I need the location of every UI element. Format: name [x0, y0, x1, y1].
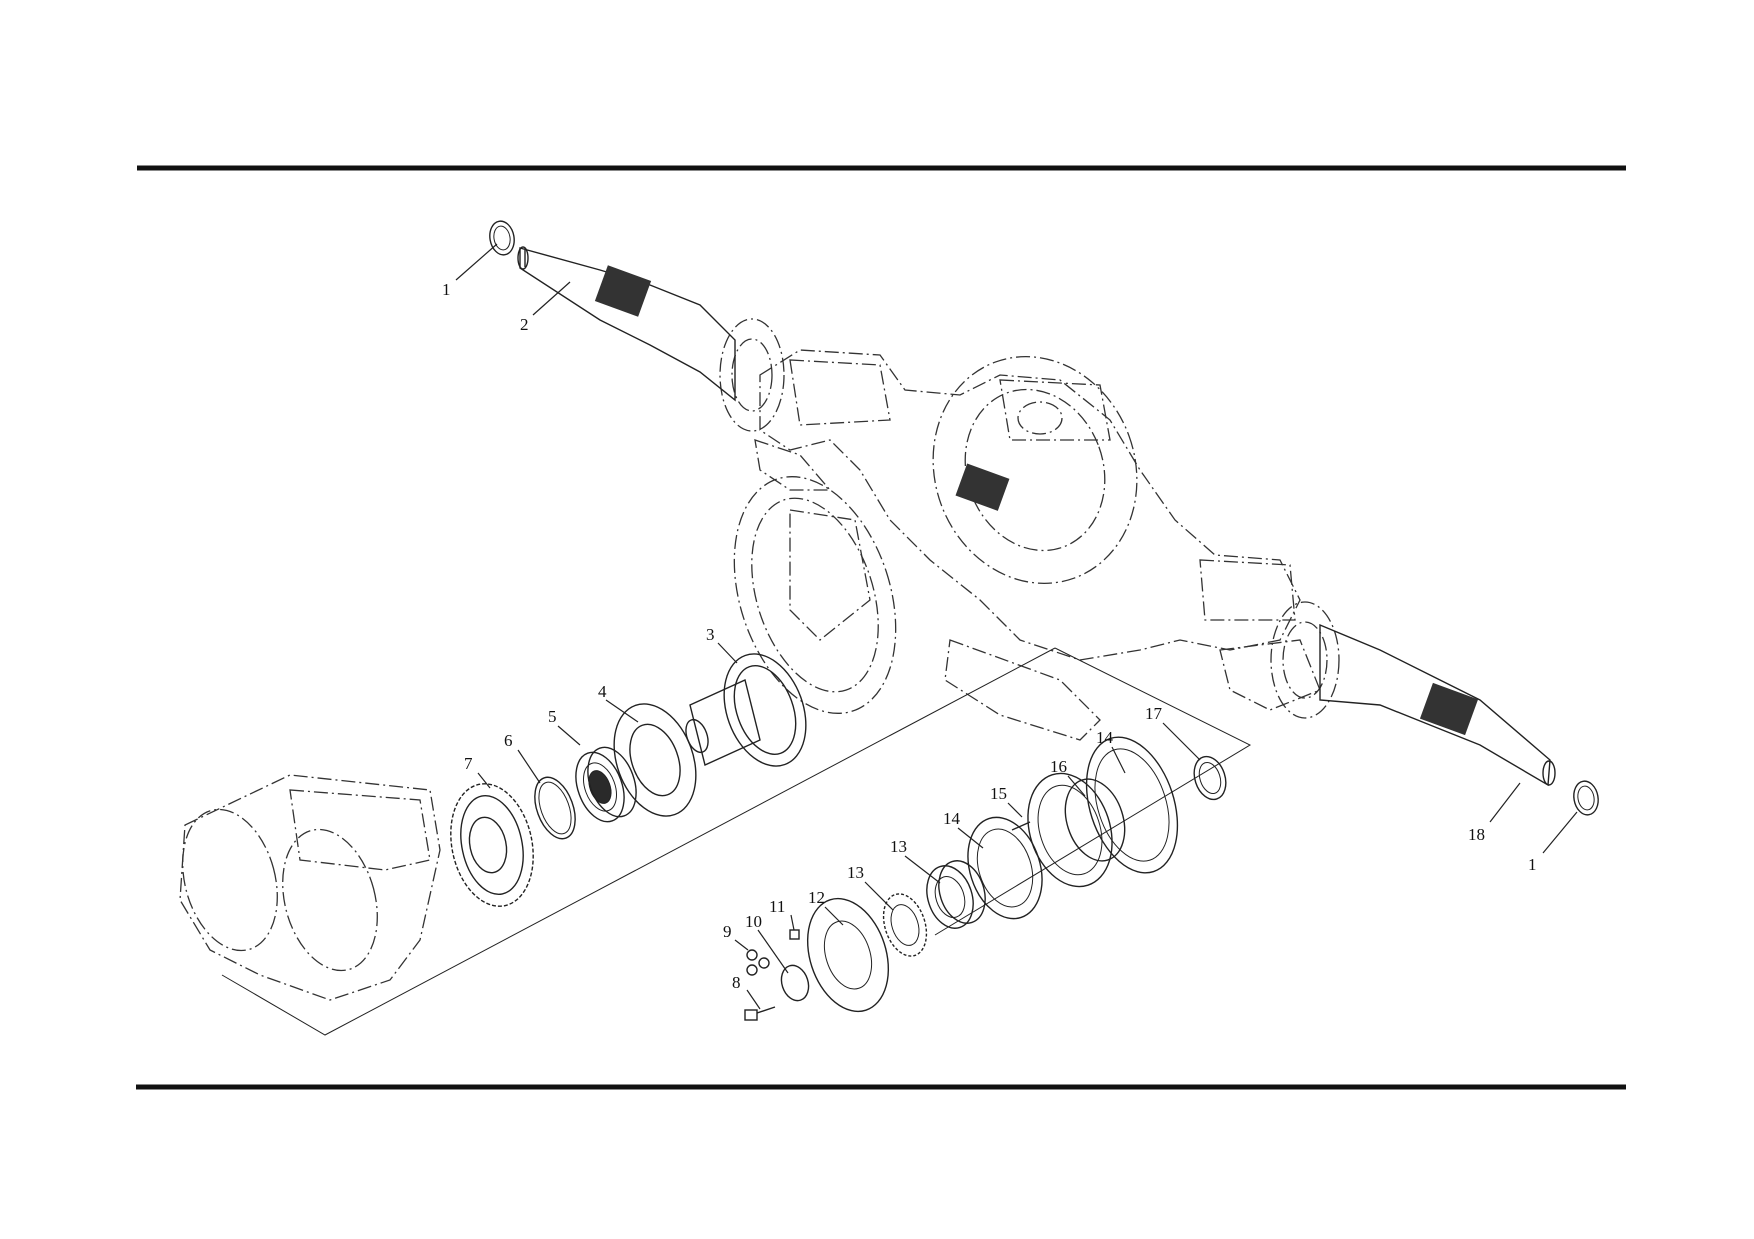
- left-axle-shaft: [517, 246, 785, 432]
- center-spline: [955, 463, 1010, 511]
- bearing-5: [575, 746, 637, 823]
- snap-ring: [534, 776, 576, 840]
- nut-11: [789, 929, 800, 940]
- callouts: 1 2 3 4 5 6 7 8 9 10 11 12 13 13 14 14 1…: [442, 280, 1537, 992]
- callout-2: 2: [520, 315, 529, 334]
- callout-10: 10: [745, 912, 762, 931]
- callout-12: 12: [808, 888, 825, 907]
- bolt-8: [744, 1006, 776, 1021]
- seal-ring-left: [489, 220, 515, 256]
- callout-15: 15: [990, 784, 1007, 803]
- thrust-washer: [613, 703, 697, 817]
- callout-7: 7: [464, 754, 473, 773]
- callout-1-left: 1: [442, 280, 451, 299]
- callout-5: 5: [548, 707, 557, 726]
- transfer-housing: [179, 774, 441, 1001]
- callout-11: 11: [769, 897, 785, 916]
- leader-lines: [455, 243, 1578, 1010]
- callout-8: 8: [732, 973, 741, 992]
- retainer-plate-12: [806, 897, 890, 1013]
- right-spline: [1419, 682, 1479, 736]
- lock-plate-9: [746, 949, 770, 976]
- axle-housing: [754, 349, 1321, 741]
- callout-14-left: 14: [943, 809, 961, 828]
- left-spline: [594, 265, 652, 317]
- bearing-13-left: [882, 893, 928, 957]
- callout-18: 18: [1468, 825, 1485, 844]
- callout-16: 16: [1050, 757, 1067, 776]
- callout-14-right: 14: [1096, 728, 1114, 747]
- callout-3: 3: [706, 625, 715, 644]
- callout-4: 4: [598, 682, 607, 701]
- callout-9: 9: [723, 922, 732, 941]
- callout-6: 6: [504, 731, 513, 750]
- assembly-outline: [221, 647, 1252, 1036]
- pinion-gear: [685, 653, 807, 767]
- stud-15: [1011, 821, 1031, 831]
- o-ring-17: [1193, 755, 1227, 801]
- washer-10: [780, 964, 810, 1002]
- gasket-14-right: [1085, 736, 1179, 874]
- right-axle-shaft: [1270, 601, 1556, 787]
- gasket-14-left: [967, 816, 1043, 920]
- bearing-13-right: [926, 860, 986, 929]
- callout-13-right: 13: [890, 837, 907, 856]
- seal-ring-right: [1573, 780, 1599, 816]
- differential-carrier: [733, 476, 897, 714]
- callout-1-right: 1: [1528, 855, 1537, 874]
- spur-gear-7: [450, 783, 534, 907]
- callout-17: 17: [1145, 704, 1163, 723]
- callout-13-left: 13: [847, 863, 864, 882]
